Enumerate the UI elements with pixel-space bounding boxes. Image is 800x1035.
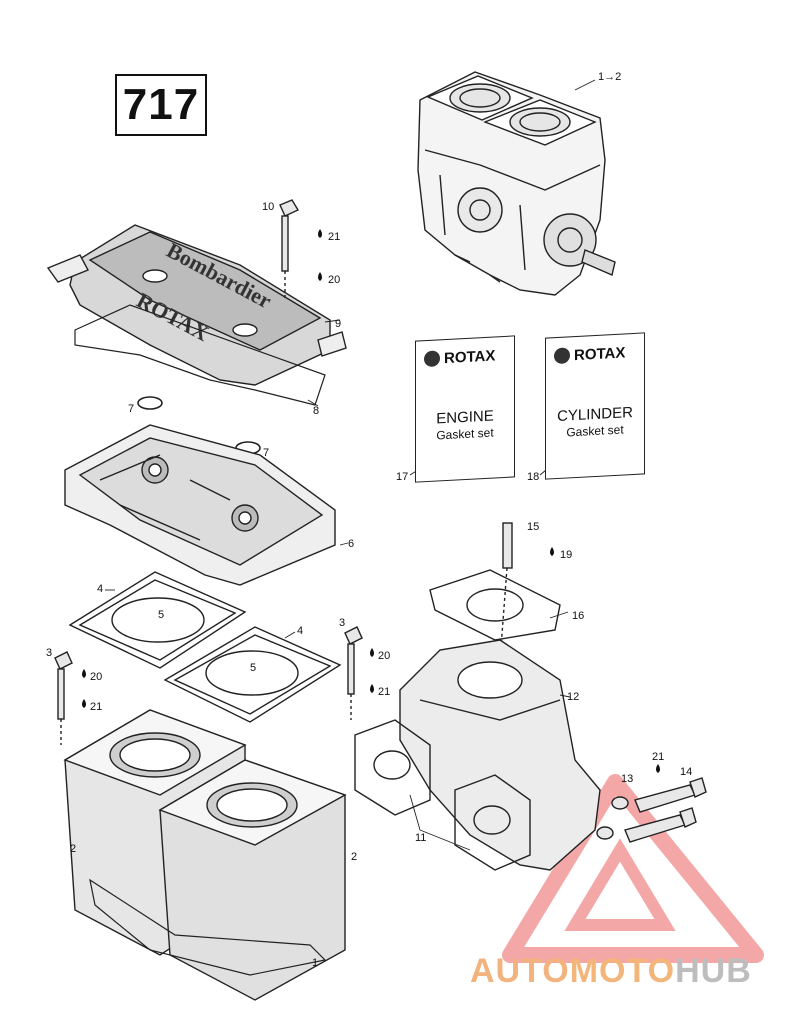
label-engine-assy: 1→2 — [598, 71, 621, 83]
label-1: 1 — [312, 957, 318, 969]
oil-drop-icon — [318, 229, 322, 238]
oil-drop-icon — [370, 684, 374, 693]
oring-left — [137, 396, 163, 410]
exhaust-gasket — [429, 569, 561, 641]
label-8: 8 — [313, 405, 319, 417]
kit-brand: ROTAX — [574, 344, 626, 365]
label-20a: 20 — [90, 671, 102, 683]
label-4b: 4 — [297, 625, 303, 637]
rotax-logo-icon — [424, 350, 440, 368]
leader-lines — [105, 79, 596, 851]
kit-brand: ROTAX — [444, 347, 496, 368]
oil-drop-icons — [82, 229, 660, 773]
label-5a: 5 — [158, 609, 164, 621]
label-21b: 21 — [378, 686, 390, 698]
label-21c: 21 — [652, 751, 664, 763]
bolt-10 — [279, 199, 300, 300]
label-14: 14 — [680, 766, 692, 778]
oil-drop-icon — [656, 764, 660, 773]
label-6: 6 — [348, 538, 354, 550]
label-10: 10 — [262, 201, 274, 213]
oil-drop-icon — [370, 648, 374, 657]
watermark-auto: AUTO — [470, 952, 570, 990]
engine-gasket-set-kit: ROTAX ENGINE Gasket set — [415, 335, 515, 483]
watermark-moto: MOTO — [569, 952, 676, 990]
rotax-logo-icon — [554, 347, 570, 365]
label-3b: 3 — [339, 617, 345, 629]
watermark-hub: HUB — [675, 952, 752, 990]
stud-left — [54, 651, 73, 745]
label-2b: 2 — [351, 851, 357, 863]
label-4a: 4 — [97, 583, 103, 595]
label-11: 11 — [415, 832, 426, 844]
label-16: 16 — [572, 610, 584, 622]
stud-right — [344, 626, 363, 720]
oil-drop-icon — [318, 272, 322, 281]
head-gasket-upper — [68, 571, 247, 669]
cylinder-head-cover: Bombardier ROTAX — [46, 224, 347, 386]
label-13: 13 — [621, 773, 633, 785]
callout-labels: 1→2 10 21 20 9 7 8 7 6 4 5 4 5 3 20 21 3… — [46, 71, 692, 969]
engine-assembly — [417, 71, 616, 296]
oil-drop-icon — [82, 669, 86, 678]
oil-drop-icon — [82, 699, 86, 708]
cylinder-right — [158, 759, 347, 1001]
label-7b: 7 — [263, 447, 269, 459]
label-7a: 7 — [128, 403, 134, 415]
label-2a: 2 — [70, 843, 76, 855]
watermark-logo: AUTOMOTOHUB — [470, 952, 752, 991]
base-gasket — [89, 878, 327, 976]
label-20-top: 20 — [328, 274, 340, 286]
label-19: 19 — [560, 549, 572, 561]
engine-code-box: 717 — [115, 74, 207, 136]
label-21-top: 21 — [328, 231, 340, 243]
cylinder-head — [64, 424, 336, 586]
label-3a: 3 — [46, 647, 52, 659]
watermark-triangle — [502, 774, 764, 963]
label-5b: 5 — [250, 662, 256, 674]
label-15: 15 — [527, 521, 539, 533]
label-18: 18 — [527, 471, 539, 483]
label-21a: 21 — [90, 701, 102, 713]
exhaust-manifold — [399, 639, 601, 871]
oil-drop-icon — [550, 547, 554, 556]
label-20b: 20 — [378, 650, 390, 662]
cover-gasket — [74, 304, 326, 406]
label-12: 12 — [567, 691, 579, 703]
engine-code: 717 — [122, 80, 200, 129]
head-gasket-lower — [163, 626, 342, 723]
label-9: 9 — [335, 318, 341, 330]
label-17: 17 — [396, 471, 408, 483]
manifold-gaskets — [354, 719, 531, 871]
cylinder-gasket-set-kit: ROTAX CYLINDER Gasket set — [545, 332, 645, 480]
washer-and-screws — [596, 777, 707, 843]
